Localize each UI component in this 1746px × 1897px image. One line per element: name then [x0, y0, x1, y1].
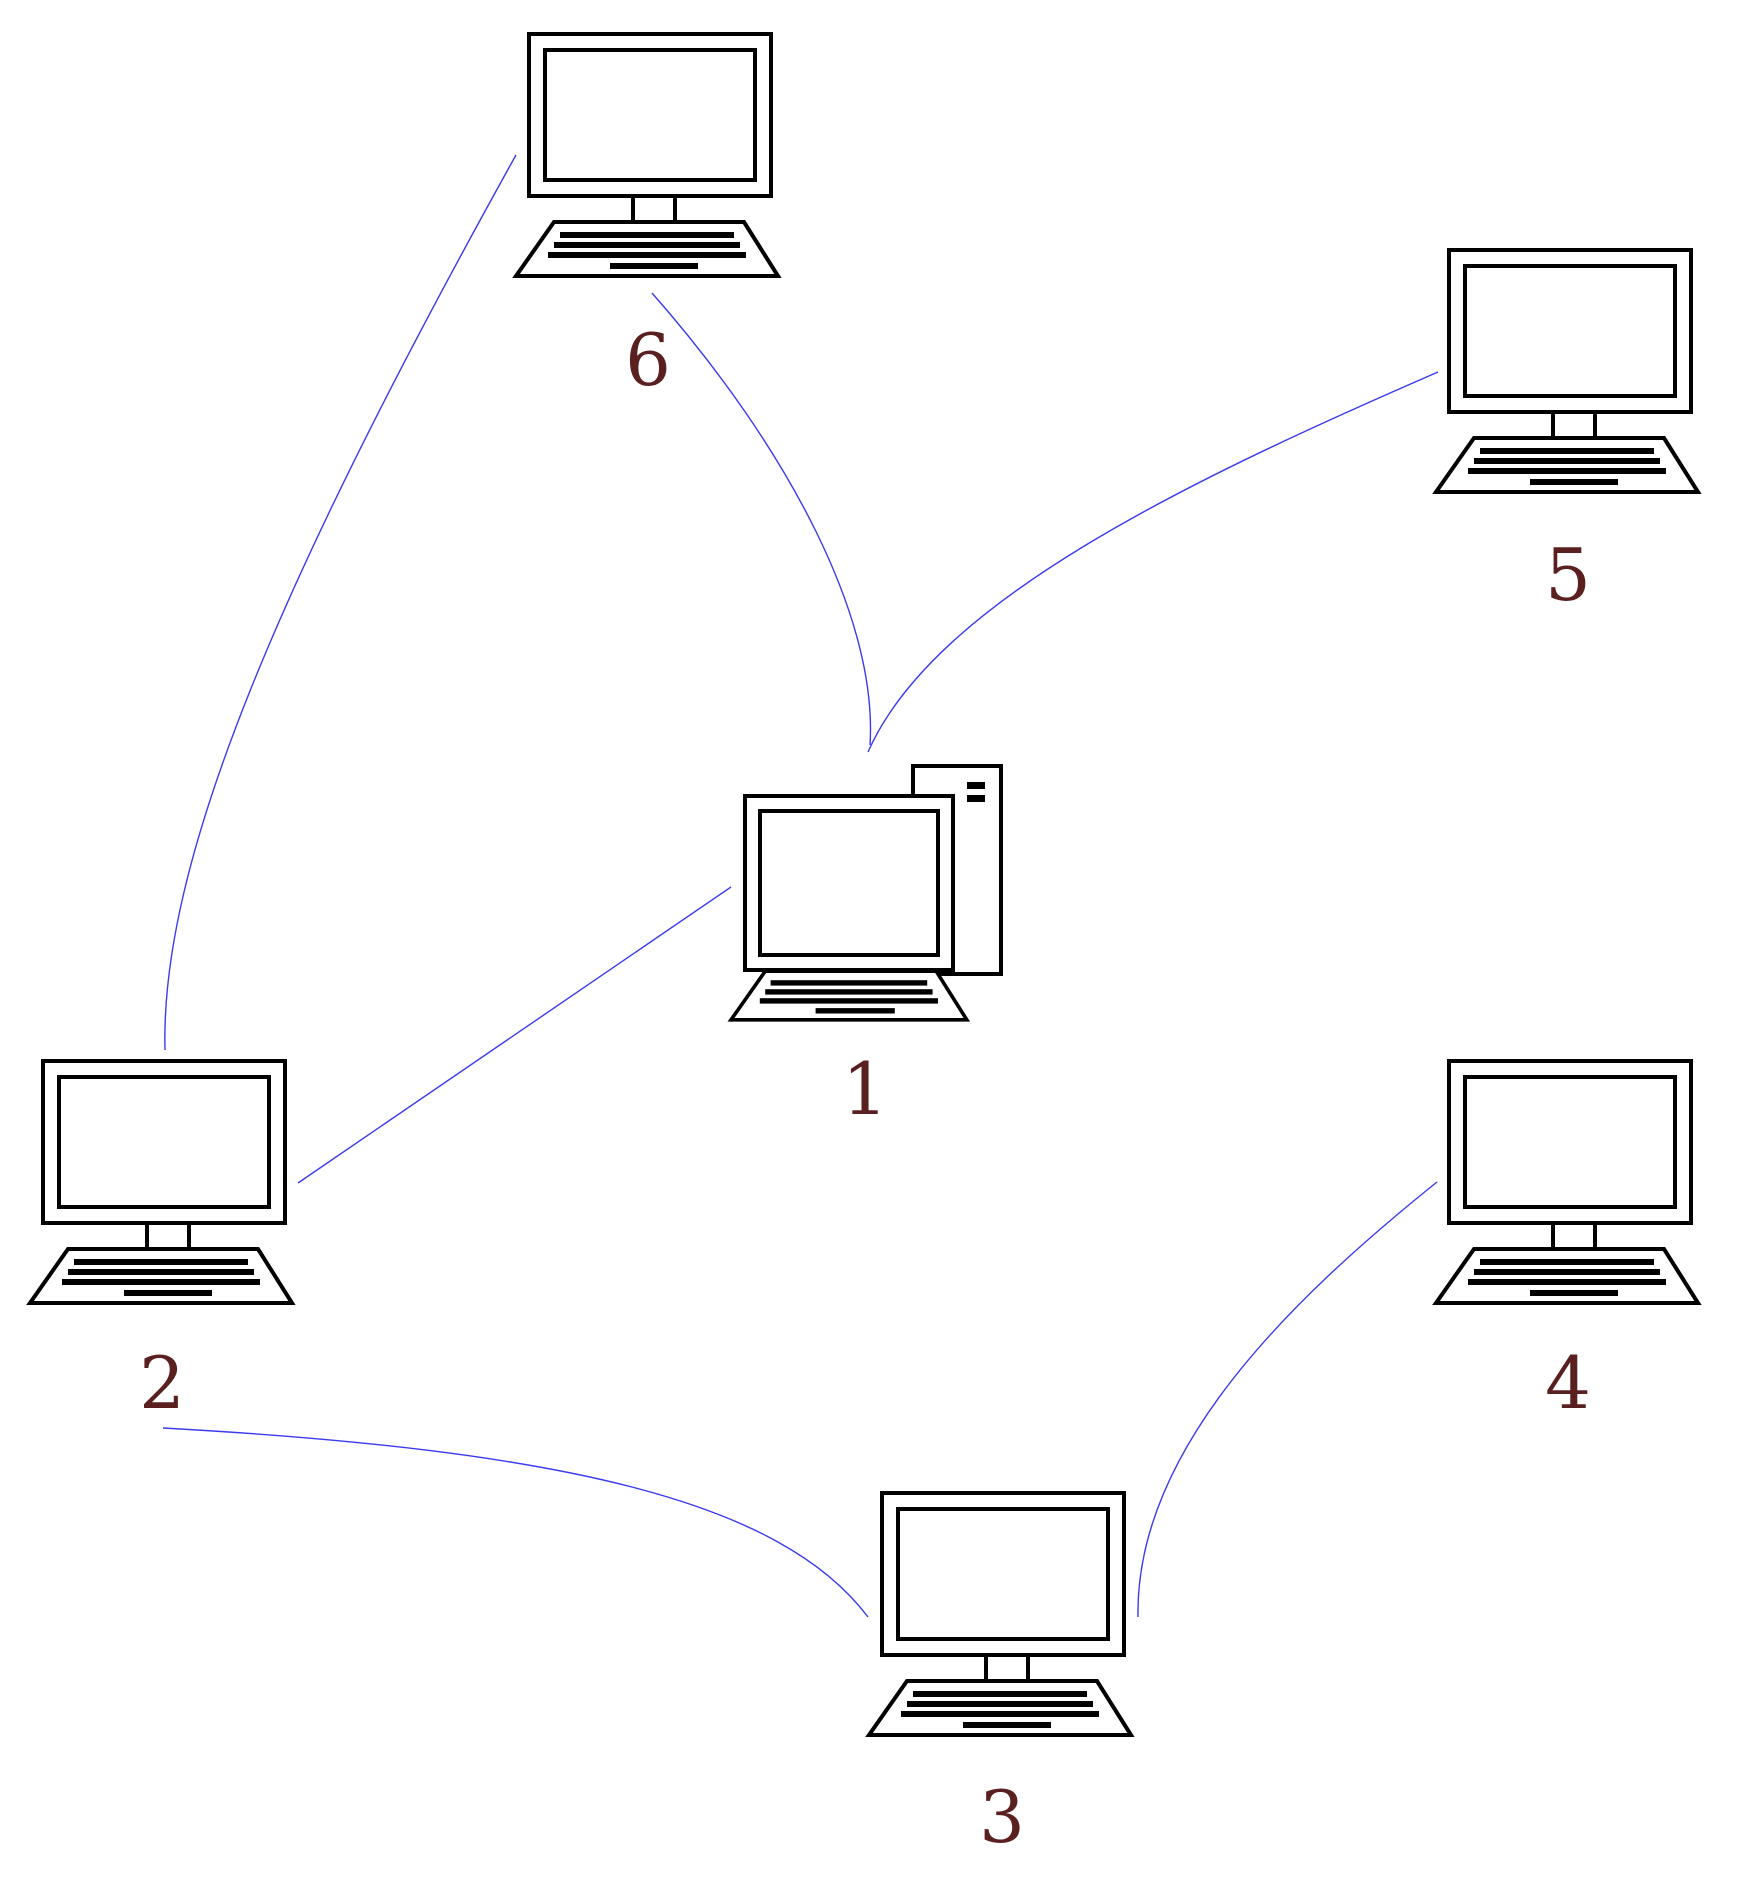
node-label-1: 1	[842, 1047, 888, 1131]
node-2[interactable]	[30, 1061, 292, 1303]
desktop-monitor-keyboard-icon	[30, 1061, 292, 1303]
computer-nodes	[30, 34, 1698, 1735]
node-label-6: 6	[625, 318, 671, 402]
node-3[interactable]	[869, 1493, 1131, 1735]
node-5[interactable]	[1436, 250, 1698, 492]
connection-links	[162, 154, 1439, 1618]
node-6[interactable]	[516, 34, 778, 276]
node-label-5: 5	[1545, 533, 1591, 617]
desktop-monitor-keyboard-icon	[1436, 1061, 1698, 1303]
node-label-4: 4	[1545, 1341, 1591, 1425]
link-1-2	[297, 886, 732, 1184]
desktop-monitor-keyboard-icon	[516, 34, 778, 276]
node-label-2: 2	[139, 1341, 185, 1425]
desktop-monitor-keyboard-icon	[869, 1493, 1131, 1735]
node-labels: 6 5 1 2 4 3	[139, 318, 1591, 1859]
node-4[interactable]	[1436, 1061, 1698, 1303]
desktop-monitor-keyboard-icon	[1436, 250, 1698, 492]
link-3-4	[1137, 1181, 1438, 1618]
desktop-tower-computer-icon	[731, 766, 1001, 1020]
node-label-3: 3	[979, 1775, 1025, 1859]
link-1-5	[867, 371, 1439, 753]
link-2-6	[164, 154, 517, 1051]
node-1[interactable]	[731, 766, 1001, 1020]
link-1-6	[651, 292, 872, 746]
link-2-3	[162, 1427, 869, 1618]
